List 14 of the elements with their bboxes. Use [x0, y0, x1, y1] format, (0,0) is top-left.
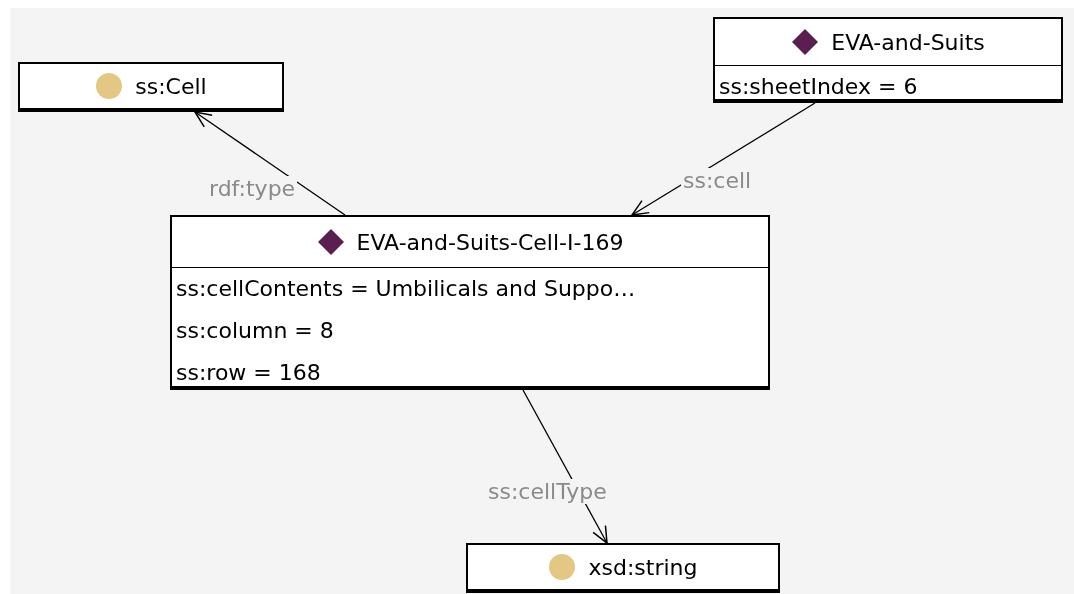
entity-box [170, 215, 770, 390]
property-value: ss:column = 8 [175, 317, 335, 345]
entity-box [18, 62, 284, 112]
property-value: ss:cellContents = Umbilicals and Suppo… [175, 275, 637, 303]
property-value: ss:sheetIndex = 6 [718, 73, 919, 101]
entity-name: ss:Cell [135, 73, 207, 99]
entity-box [713, 17, 1063, 103]
entity-name: EVA-and-Suits [831, 29, 985, 55]
entity-name: EVA-and-Suits-Cell-I-169 [356, 229, 624, 255]
edge-label: ss:cellType [486, 479, 609, 504]
arrow [194, 111, 346, 216]
entity-name: xsd:string [588, 554, 698, 580]
entity-box [466, 543, 780, 593]
property-value: ss:row = 168 [175, 359, 322, 387]
